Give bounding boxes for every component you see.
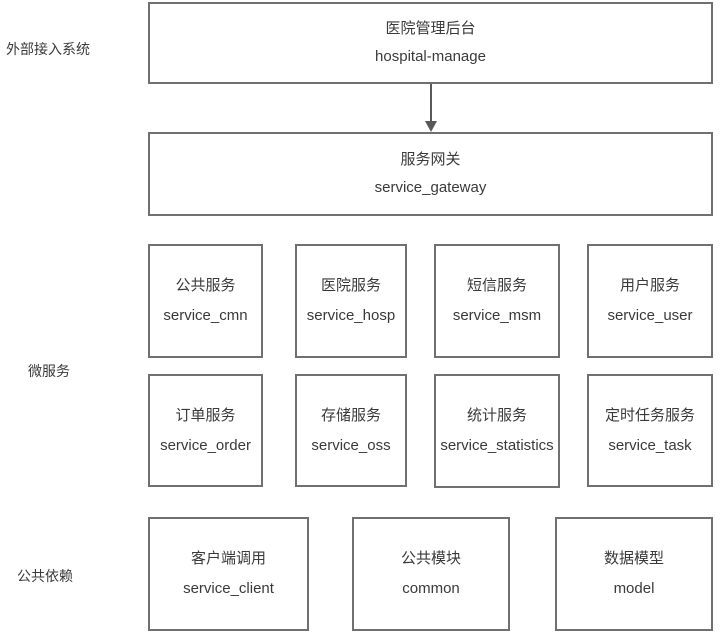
- node-code: service_user: [607, 307, 693, 324]
- node-service-order: 订单服务 service_order: [148, 374, 263, 487]
- node-service-client: 客户端调用 service_client: [148, 517, 309, 631]
- node-title: 医院服务: [320, 277, 381, 294]
- node-title: 短信服务: [466, 277, 527, 294]
- section-label-external-systems: 外部接入系统: [6, 41, 90, 57]
- node-code: service_cmn: [163, 307, 248, 324]
- section-label-microservices: 微服务: [28, 363, 70, 379]
- node-code: service_oss: [311, 436, 391, 454]
- node-service-gateway: 服务网关 service_gateway: [148, 132, 713, 216]
- node-title: 服务网关: [400, 151, 461, 168]
- node-title: 用户服务: [619, 277, 680, 294]
- node-model: 数据模型 model: [555, 517, 713, 631]
- node-service-task: 定时任务服务 service_task: [587, 374, 713, 487]
- node-service-user: 用户服务 service_user: [587, 244, 713, 358]
- node-code: service_statistics: [440, 437, 554, 454]
- node-service-hosp: 医院服务 service_hosp: [295, 244, 407, 358]
- node-title: 统计服务: [466, 407, 527, 424]
- node-title: 存储服务: [320, 406, 381, 424]
- node-code: service_msm: [452, 307, 542, 324]
- node-code: hospital-manage: [375, 48, 486, 65]
- node-title: 订单服务: [175, 406, 236, 424]
- node-title: 公共服务: [175, 277, 236, 294]
- node-title: 数据模型: [603, 550, 664, 567]
- node-service-statistics: 统计服务 service_statistics: [434, 374, 560, 488]
- node-service-msm: 短信服务 service_msm: [434, 244, 560, 358]
- node-hospital-manage: 医院管理后台 hospital-manage: [148, 2, 713, 84]
- node-title: 医院管理后台: [385, 20, 476, 37]
- node-code: service_order: [160, 436, 251, 454]
- node-code: service_hosp: [306, 307, 396, 324]
- node-code: common: [402, 580, 460, 597]
- node-title: 客户端调用: [190, 550, 266, 567]
- arrow-down-icon: [425, 84, 437, 132]
- node-service-cmn: 公共服务 service_cmn: [148, 244, 263, 358]
- node-common: 公共模块 common: [352, 517, 510, 631]
- node-title: 定时任务服务: [604, 406, 695, 424]
- section-label-common-dependencies: 公共依赖: [17, 568, 73, 584]
- node-code: model: [613, 580, 655, 597]
- node-code: service_task: [608, 436, 692, 454]
- node-code: service_client: [183, 580, 274, 597]
- node-service-oss: 存储服务 service_oss: [295, 374, 407, 487]
- node-title: 公共模块: [400, 550, 461, 567]
- node-code: service_gateway: [374, 179, 487, 196]
